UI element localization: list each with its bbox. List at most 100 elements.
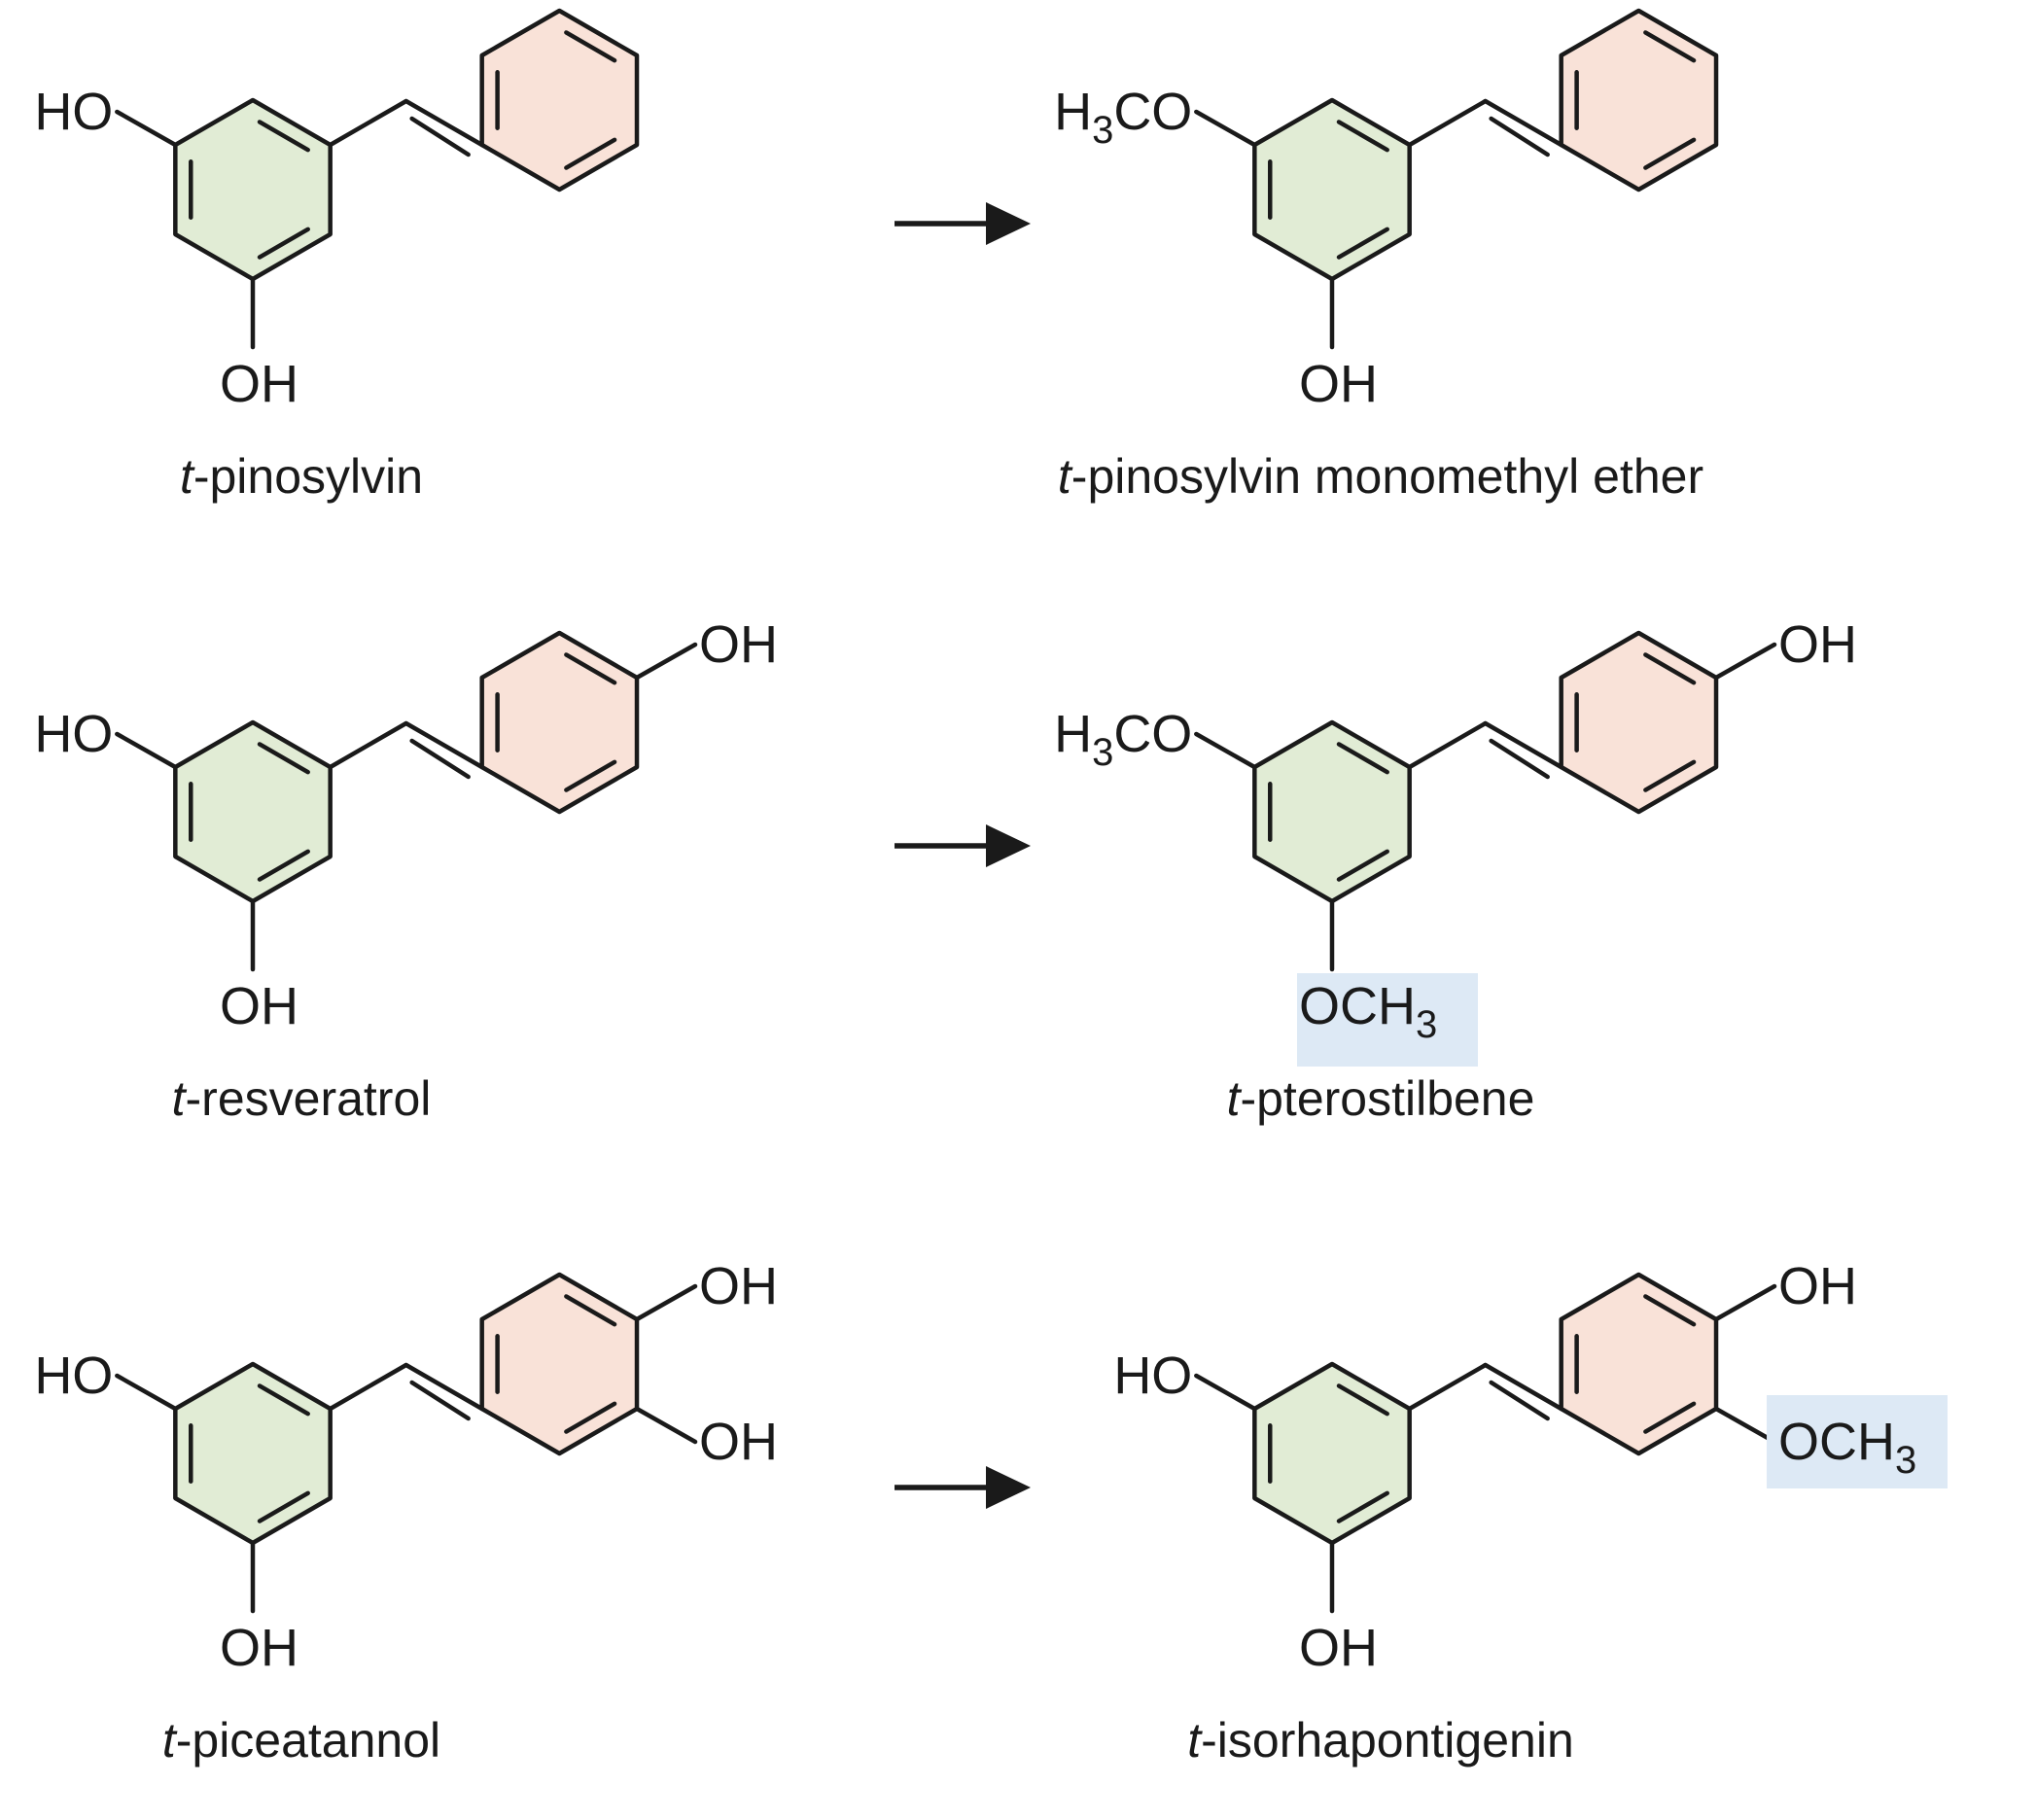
arrow-head xyxy=(986,202,1031,245)
ring-b-meta-bond xyxy=(634,1406,698,1445)
inner-double-bond xyxy=(257,742,310,775)
inner-double-bond xyxy=(1336,1383,1389,1417)
inner-double-bond xyxy=(564,137,617,170)
inner-double-bond xyxy=(1336,120,1389,153)
right-arrow-icon xyxy=(895,202,1031,245)
vinyl-bond xyxy=(328,98,408,148)
ring-b-para-substituent: OH xyxy=(1778,615,1857,674)
ring-b-phenyl xyxy=(479,630,640,815)
inner-double-bond xyxy=(564,1401,617,1434)
ring-a-resorcinol xyxy=(1252,97,1412,282)
ring-outline xyxy=(1252,719,1412,904)
inner-double-bond xyxy=(257,849,310,882)
ring-b-phenyl xyxy=(479,8,640,192)
ring-b-phenyl xyxy=(1559,630,1719,815)
inner-double-bond xyxy=(257,120,310,153)
inner-double-bond xyxy=(564,652,617,685)
vinyl-double-bond xyxy=(404,98,484,148)
ring-a-left-substituent: H3CO xyxy=(1054,705,1192,774)
inner-double-bond xyxy=(257,227,310,260)
inner-double-bond xyxy=(1336,1490,1389,1523)
ring-b-para-substituent: OH xyxy=(1778,1257,1857,1315)
ring-a-resorcinol xyxy=(173,719,333,904)
vinyl-double-bond-inner xyxy=(1489,738,1550,780)
vinyl-bond xyxy=(328,1362,408,1412)
compound-name: t-piceatannol xyxy=(162,1713,440,1768)
inner-double-bond xyxy=(564,759,617,792)
inner-double-bond xyxy=(1643,652,1697,685)
vinyl-double-bond-inner xyxy=(1489,1380,1550,1421)
vinyl-double-bond-inner xyxy=(409,738,471,780)
ring-b-phenyl xyxy=(479,1272,640,1456)
arrow-head xyxy=(986,824,1031,867)
compound-name: t-resveratrol xyxy=(172,1071,432,1126)
ring-a-left-substituent: HO xyxy=(1113,1347,1192,1405)
ring-b-para-bond xyxy=(634,1283,698,1322)
product-molecule: H3CO OH t-pinosylvin monomethyl ether xyxy=(1054,8,1719,504)
right-arrow-icon xyxy=(895,824,1031,867)
ring-a-left-bond xyxy=(115,731,178,770)
ring-a-resorcinol xyxy=(1252,719,1412,904)
ring-b-phenyl xyxy=(1559,1272,1719,1456)
vinyl-double-bond xyxy=(1483,720,1563,770)
inner-double-bond xyxy=(1336,849,1389,882)
compound-name: t-pinosylvin monomethyl ether xyxy=(1058,449,1703,504)
ring-a-left-bond xyxy=(115,109,178,148)
inner-double-bond xyxy=(1643,137,1697,170)
ring-a-left-substituent: HO xyxy=(34,705,113,763)
right-arrow-icon xyxy=(895,1466,1031,1509)
vinyl-double-bond-inner xyxy=(409,116,471,158)
ring-a-bottom-substituent: OH xyxy=(220,977,298,1035)
ring-a-bottom-substituent: OH xyxy=(1299,355,1378,413)
ring-b-meta-substituent: OH xyxy=(699,1413,778,1471)
ring-a-resorcinol xyxy=(173,1361,333,1546)
ring-b-para-substituent: OH xyxy=(699,1257,778,1315)
ring-b-para-bond xyxy=(1713,642,1777,681)
ring-a-resorcinol xyxy=(173,97,333,282)
inner-double-bond xyxy=(1336,742,1389,775)
ring-a-left-bond xyxy=(1194,1373,1257,1412)
vinyl-bond xyxy=(1407,98,1488,148)
vinyl-double-bond xyxy=(404,720,484,770)
ring-a-left-substituent: H3CO xyxy=(1054,83,1192,152)
ring-outline xyxy=(479,1272,640,1456)
ring-a-bottom-substituent: OH xyxy=(1299,1619,1378,1677)
ring-a-resorcinol xyxy=(1252,1361,1412,1546)
vinyl-double-bond-inner xyxy=(1489,116,1550,158)
inner-double-bond xyxy=(1336,227,1389,260)
ring-a-left-bond xyxy=(115,1373,178,1412)
inner-double-bond xyxy=(1643,1294,1697,1327)
ring-outline xyxy=(1559,630,1719,815)
ring-a-left-bond xyxy=(1194,731,1257,770)
inner-double-bond xyxy=(564,30,617,63)
vinyl-bond xyxy=(1407,1362,1488,1412)
ring-b-para-bond xyxy=(1713,1283,1777,1322)
ring-outline xyxy=(173,97,333,282)
inner-double-bond xyxy=(257,1490,310,1523)
vinyl-double-bond-inner xyxy=(409,1380,471,1421)
inner-double-bond xyxy=(1643,30,1697,63)
compound-name: t-pterostilbene xyxy=(1227,1071,1535,1126)
ring-outline xyxy=(1559,8,1719,192)
ring-outline xyxy=(1252,1361,1412,1546)
vinyl-double-bond xyxy=(1483,1362,1563,1412)
ring-a-left-substituent: HO xyxy=(34,1347,113,1405)
compound-name: t-pinosylvin xyxy=(180,449,423,504)
inner-double-bond xyxy=(1643,1401,1697,1434)
inner-double-bond xyxy=(1643,759,1697,792)
ring-outline xyxy=(1252,97,1412,282)
vinyl-bond xyxy=(328,720,408,770)
ring-outline xyxy=(173,1361,333,1546)
ring-b-meta-substituent: OCH3 xyxy=(1778,1413,1916,1482)
ring-a-left-bond xyxy=(1194,109,1257,148)
arrow-head xyxy=(986,1466,1031,1509)
ring-b-meta-bond xyxy=(1713,1406,1777,1445)
methoxy-highlight xyxy=(1297,973,1478,1067)
ring-b-phenyl xyxy=(1559,8,1719,192)
